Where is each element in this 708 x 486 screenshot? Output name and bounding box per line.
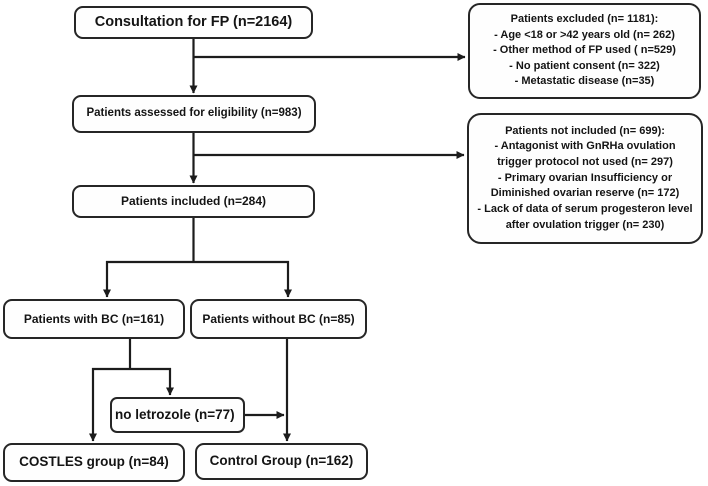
not-included-item: - Antagonist with GnRHa ovulation trigge… <box>494 140 676 168</box>
node-control-group: Control Group (n=162) <box>195 443 368 480</box>
excluded-item: - Metastatic disease (n=35) <box>514 75 655 88</box>
excluded-item: - Age <18 or >42 years old (n= 262) <box>494 28 675 41</box>
not-included-title: Patients not included (n= 699): <box>505 124 665 137</box>
node-consultation-for-fp: Consultation for FP (n=2164) <box>74 6 313 39</box>
node-label: Consultation for FP (n=2164) <box>94 13 293 30</box>
node-label: COSTLES group (n=84) <box>19 454 169 470</box>
node-patients-not-included: Patients not included (n= 699): - Antago… <box>467 113 703 244</box>
node-costles-group: COSTLES group (n=84) <box>3 443 185 482</box>
not-included-item: - Primary ovarian Insufficiency or Dimin… <box>490 171 680 200</box>
node-patients-excluded: Patients excluded (n= 1181): - Age <18 o… <box>468 3 701 99</box>
node-patients-with-bc: Patients with BC (n=161) <box>3 299 185 339</box>
node-label: Patients included (n=284) <box>120 194 267 209</box>
not-included-item: - Lack of data of serum progesteron leve… <box>477 203 693 231</box>
node-label: Patients with BC (n=161) <box>23 311 165 326</box>
node-label: Control Group (n=162) <box>209 453 354 469</box>
node-patients-included: Patients included (n=284) <box>72 185 315 218</box>
excluded-title: Patients excluded (n= 1181): <box>510 13 659 26</box>
node-label: no letrozole (n=77) <box>115 406 235 422</box>
node-patients-assessed: Patients assessed for eligibility (n=983… <box>72 95 316 133</box>
node-patients-without-bc: Patients without BC (n=85) <box>190 299 367 339</box>
node-label: Patients assessed for eligibility (n=983… <box>86 107 302 120</box>
excluded-item: - Other method of FP used ( n=529) <box>493 44 676 57</box>
node-label: Patients without BC (n=85) <box>202 311 355 326</box>
node-no-letrozole: no letrozole (n=77) <box>110 397 245 433</box>
excluded-item: - No patient consent (n= 322) <box>509 59 660 72</box>
